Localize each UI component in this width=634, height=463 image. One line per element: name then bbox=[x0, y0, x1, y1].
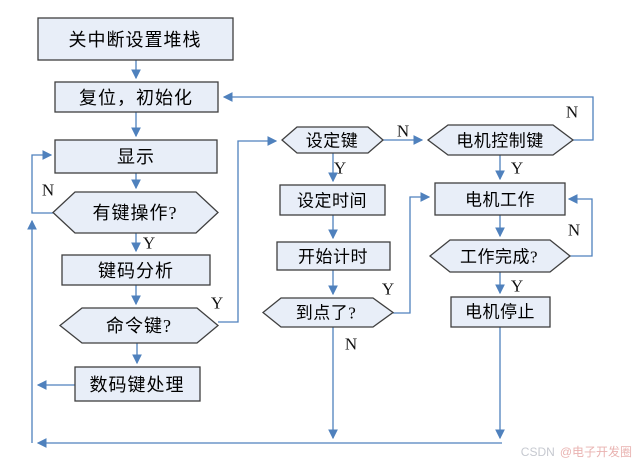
branch-work-done-y: Y bbox=[510, 276, 524, 296]
branch-time-up-y: Y bbox=[381, 279, 395, 299]
branch-work-done-n: N bbox=[567, 220, 581, 240]
node-key-pressed bbox=[52, 191, 219, 234]
label-set-key: 设定键 bbox=[305, 131, 359, 151]
node-time-up bbox=[261, 297, 395, 328]
label-motor-control-key: 电机控制键 bbox=[456, 131, 544, 151]
label-time-up: 到点了? bbox=[295, 303, 357, 323]
label-motor-working: 电机工作 bbox=[465, 190, 535, 210]
label-keycode: 键码分析 bbox=[98, 261, 174, 281]
node-display bbox=[54, 139, 218, 174]
node-keycode bbox=[61, 254, 211, 286]
node-start-timing bbox=[276, 241, 391, 271]
label-work-done: 工作完成? bbox=[459, 247, 539, 267]
node-motor-working bbox=[434, 182, 566, 216]
branch-set-key-n: N bbox=[396, 121, 410, 141]
label-display: 显示 bbox=[117, 147, 155, 167]
label-key-pressed: 有键操作? bbox=[92, 203, 178, 223]
connector-group bbox=[27, 60, 594, 448]
label-start-timing: 开始计时 bbox=[298, 247, 368, 267]
node-numeric-key bbox=[74, 366, 201, 402]
node-stack bbox=[37, 17, 234, 61]
watermark-handle: @电子开发圈 bbox=[559, 445, 632, 459]
node-reset bbox=[54, 81, 219, 113]
branch-set-key-y: Y bbox=[333, 158, 347, 178]
label-stack: 关中断设置堆栈 bbox=[68, 30, 202, 50]
node-work-done bbox=[428, 239, 572, 273]
label-motor-stop: 电机停止 bbox=[465, 302, 535, 322]
label-set-time: 设定时间 bbox=[297, 191, 367, 211]
label-reset: 复位，初始化 bbox=[79, 88, 193, 108]
branch-command-key-y: Y bbox=[210, 293, 224, 313]
node-set-key bbox=[281, 126, 384, 154]
edge-motorcontrol-n-to-reset bbox=[222, 92, 594, 141]
node-set-time bbox=[279, 184, 386, 216]
edge-commandkey-y-to-setkey bbox=[218, 136, 278, 323]
label-command-key: 命令键? bbox=[106, 316, 172, 336]
watermark-brand: CSDN bbox=[520, 445, 555, 459]
label-numeric-key: 数码键处理 bbox=[89, 375, 185, 395]
branch-motor-control-n: N bbox=[565, 102, 579, 122]
branch-key-pressed-y: Y bbox=[142, 233, 156, 253]
node-command-key bbox=[58, 307, 220, 344]
branch-key-pressed-n: N bbox=[41, 180, 55, 200]
edge-timeup-y-to-motorworking bbox=[393, 192, 431, 314]
edge-workdone-n-to-motorworking bbox=[567, 194, 593, 257]
branch-motor-control-y: Y bbox=[510, 158, 524, 178]
node-motor-stop bbox=[450, 296, 551, 328]
edge-keypressed-n-loop-to-display bbox=[31, 150, 53, 214]
csdn-watermark: CSDN @电子开发圈 bbox=[521, 446, 632, 458]
node-shape-group bbox=[37, 17, 575, 402]
node-motor-control-key bbox=[426, 124, 575, 156]
branch-time-up-n: N bbox=[344, 334, 358, 354]
